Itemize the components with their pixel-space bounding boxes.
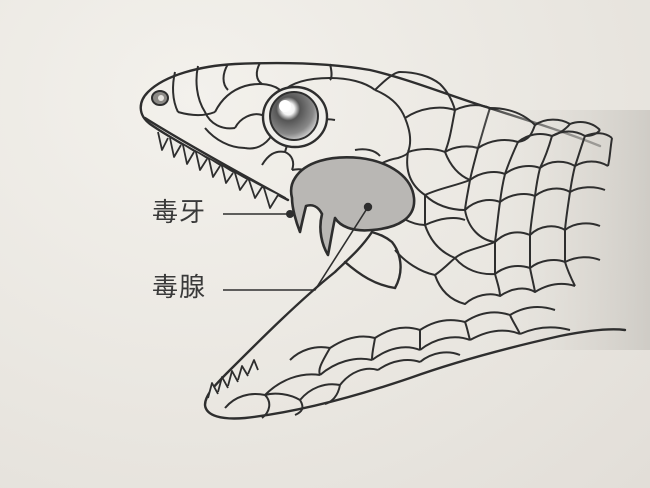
upper-teeth	[157, 131, 279, 209]
nostril-icon	[151, 90, 169, 106]
eye	[261, 85, 329, 149]
venom-gland	[289, 156, 416, 257]
leader-lines	[223, 206, 369, 291]
lower-jaw	[203, 230, 627, 420]
fang-label: 毒牙	[152, 198, 207, 228]
lower-jaw-scales	[224, 306, 571, 419]
neck-scales	[379, 107, 650, 350]
lower-teeth	[207, 359, 259, 399]
gland-label: 毒腺	[152, 273, 207, 303]
gland-leader-line	[223, 206, 369, 291]
